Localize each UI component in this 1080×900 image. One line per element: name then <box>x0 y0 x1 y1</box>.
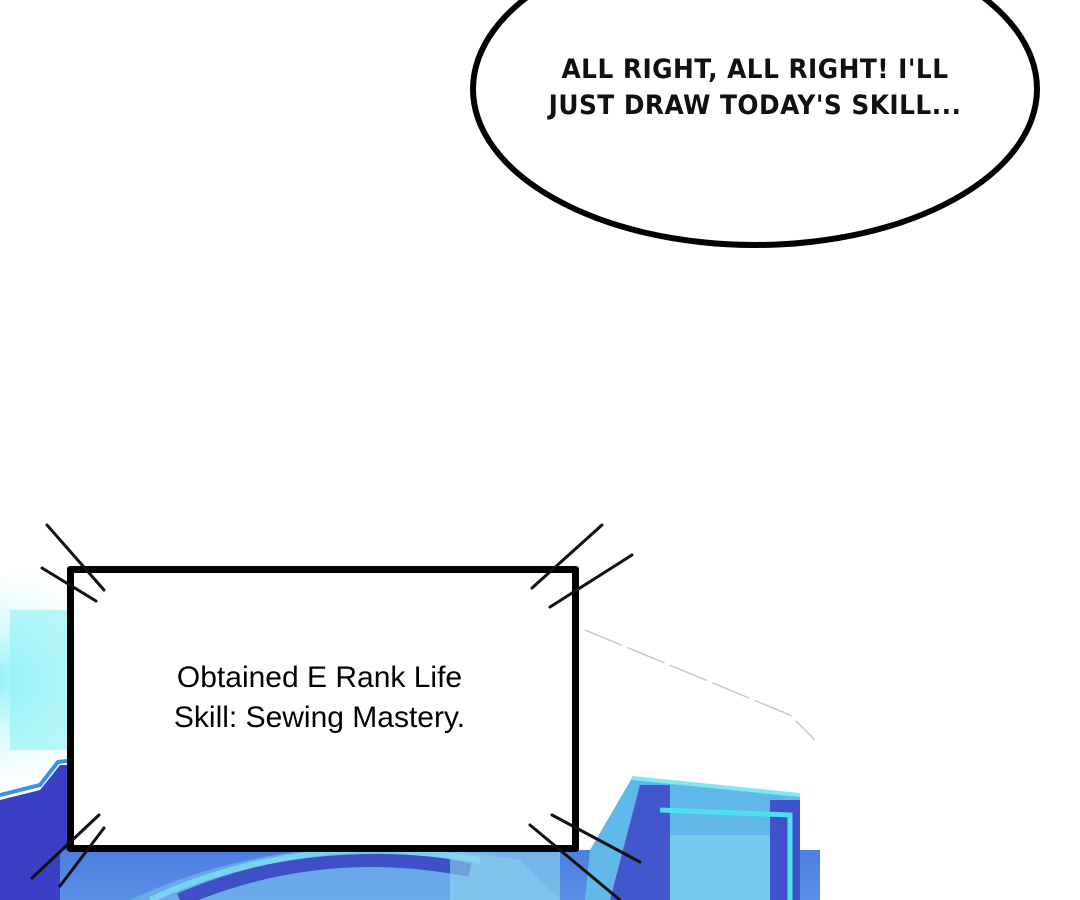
speech-line-2: JUST DRAW TODAY'S SKILL... <box>548 90 962 121</box>
speech-line-1: ALL RIGHT, ALL RIGHT! I'LL <box>561 54 949 85</box>
system-notification-window <box>67 566 579 852</box>
system-line-1: Obtained E Rank Life <box>176 661 463 694</box>
speech-bubble-text: ALL RIGHT, ALL RIGHT! I'LL JUST DRAW TOD… <box>511 52 999 124</box>
system-notification-text: Obtained E Rank Life Skill: Sewing Maste… <box>67 658 572 738</box>
system-line-2: Skill: Sewing Mastery. <box>173 701 466 734</box>
speech-bubble <box>470 0 1040 248</box>
